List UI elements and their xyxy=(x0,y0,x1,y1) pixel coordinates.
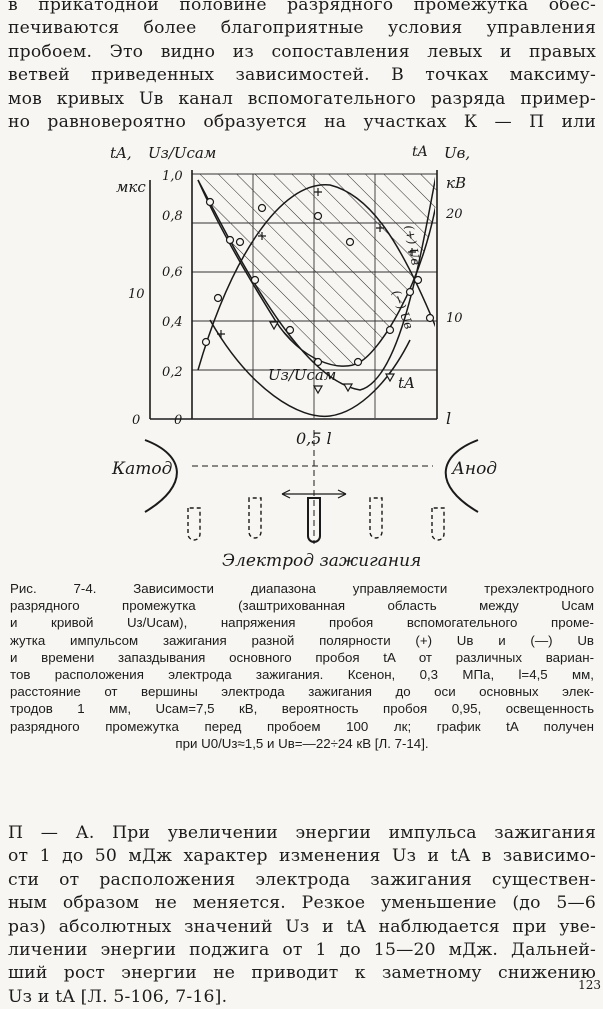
caption-line: расстояние от вершины электрода зажигани… xyxy=(10,684,594,700)
ignition-electrodes xyxy=(187,497,445,543)
uv-tick: 10 xyxy=(446,311,463,326)
electrode-diagram xyxy=(144,430,479,544)
ratio-markers xyxy=(205,197,423,367)
text-line: П — А. При увеличении энергии импульса з… xyxy=(8,823,596,843)
text-line: сти от расположения электрода зажигания … xyxy=(8,869,596,890)
text-line: раз) абсолютных значений Uз и tA наблюда… xyxy=(8,916,596,937)
minus-uv-curve xyxy=(197,176,435,391)
text-line: ший рост энергии не приводит к заметному… xyxy=(8,963,596,984)
electrode-label: Электрод зажигания xyxy=(222,551,421,571)
text-line: личении энергии поджига от 1 до 15—20 мД… xyxy=(8,940,596,961)
axis-left-ratio-label: Uз/Uсам xyxy=(148,144,216,162)
axis-right-label: Uв, xyxy=(444,144,470,162)
figure-caption: Рис. 7-4. Зависимости диапазона управляе… xyxy=(10,580,594,752)
grid xyxy=(192,173,437,418)
ratio-tick: 0,2 xyxy=(162,365,183,380)
text-line: в прикатодной половине разрядного промеж… xyxy=(8,0,596,15)
page-number: 123 xyxy=(578,978,601,992)
text-line: пробоем. Это видно из сопоставления левы… xyxy=(8,41,596,62)
curve-label-tA: tA xyxy=(398,374,415,392)
tA-tick: 0 xyxy=(132,413,140,428)
caption-line: разрядного промежутка (заштрихованная об… xyxy=(10,598,594,614)
text-line: но равновероятно образуется на участках … xyxy=(8,112,596,133)
caption-line: разрядного промежутка перед пробоем 100 … xyxy=(10,718,594,734)
ratio-tick: 0,6 xyxy=(162,265,183,280)
plus-markers xyxy=(201,203,435,347)
x-mid-label: 0,5 l xyxy=(296,429,332,448)
tA-tick: 10 xyxy=(128,287,145,302)
minus-markers xyxy=(268,321,396,395)
axis-left-tA-label: tA, xyxy=(110,144,132,162)
caption-line: и времени запаздывания основного пробоя … xyxy=(10,649,594,665)
anode-electrode xyxy=(444,439,479,513)
axis-left-tA-unit: мкс xyxy=(116,178,146,196)
axes-frame xyxy=(149,170,438,420)
cathode-electrode xyxy=(144,439,178,513)
top-paragraph: в прикатодной половине разрядного промеж… xyxy=(8,0,596,134)
text-line: от 1 до 50 мДж характер изменения Uз и t… xyxy=(8,846,596,867)
caption-line: тродов 1 мм, Uсам=7,5 кВ, вероятность пр… xyxy=(10,701,594,717)
x-axis-end-label: l xyxy=(446,409,451,428)
text-line: ным образом не меняется. Резкое уменьшен… xyxy=(8,893,596,914)
tA-curve xyxy=(209,319,411,418)
uv-tick: 20 xyxy=(445,207,463,222)
ratio-tick: 1,0 xyxy=(162,169,183,184)
ratio-tick: 0 xyxy=(174,413,182,428)
caption-line: Рис. 7-4. Зависимости диапазона управляе… xyxy=(10,581,594,596)
curve-label-ratio: Uз/Uсам xyxy=(268,366,336,384)
text-line: мов кривых Uв канал вспомогательного раз… xyxy=(8,88,596,109)
figure-7-4: tA, мкс Uз/Uсам tA Uв, кВ l Uз/Uсам tA (… xyxy=(110,144,497,571)
caption-line: жутка импульсом зажигания разной полярно… xyxy=(10,632,594,648)
cathode-label: Катод xyxy=(111,459,173,479)
hatched-region xyxy=(198,174,437,367)
bottom-paragraph: П — А. При увеличении энергии импульса з… xyxy=(8,822,596,1009)
anode-label: Анод xyxy=(451,459,497,479)
caption-line: тов расположения электрода зажигания. Кс… xyxy=(10,667,594,683)
caption-line: и кривой Uз/Uсам), напряжения пробоя всп… xyxy=(10,615,594,631)
ratio-tick: 0,4 xyxy=(162,315,183,330)
plus-uv-curve xyxy=(197,184,435,371)
ratio-tick: 0,8 xyxy=(162,209,183,224)
axis-right-unit: кВ xyxy=(446,174,466,192)
caption-line: при U0/Uз≈1,5 и Uв=—22÷24 кВ [Л. 7-14]. xyxy=(175,735,429,751)
text-line: Uз и tA [Л. 5-106, 7-16]. xyxy=(8,986,228,1007)
curve-label-plus: (+) Uв xyxy=(402,224,423,266)
text-line: ветвей приведенных зависимостей. В точка… xyxy=(8,65,596,86)
axis-right-tA-mark: tA xyxy=(412,144,428,160)
ratio-curve xyxy=(197,179,435,367)
text-line: печиваются более благоприятные условия у… xyxy=(8,18,596,39)
plus-sign-markers xyxy=(217,188,416,338)
